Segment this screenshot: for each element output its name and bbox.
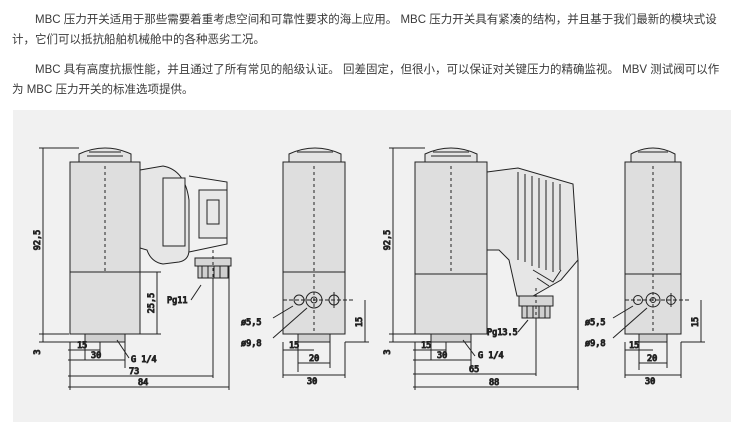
intro-paragraph-1: MBC 压力开关适用于那些需要着重考虑空间和可靠性要求的海上应用。 MBC 压力… (12, 14, 717, 46)
left-hole-large: ø9,8 (241, 339, 261, 349)
left-conn-height: 25,5 (147, 293, 157, 313)
dimension-drawing: 92,5 3 25,5 Pg11 15 30 G 1/4 73 84 ø5,5 … (13, 110, 731, 422)
left-w73: 73 (129, 367, 139, 377)
right-dimension-lines (389, 147, 579, 390)
left-w84: 84 (138, 378, 148, 388)
right-w15: 15 (421, 341, 431, 351)
left-hole-small: ø5,5 (241, 318, 261, 328)
right-w88: 88 (489, 378, 499, 388)
right-side-view (624, 147, 689, 343)
right-height-total: 92,5 (383, 230, 393, 250)
right-cable-gland-label: Pg13.5 (487, 328, 518, 338)
left-front-view (69, 147, 232, 343)
left-w15: 15 (77, 341, 87, 351)
left-side-w30: 30 (307, 377, 317, 387)
right-bottom-3: 3 (383, 349, 393, 354)
left-side-view (282, 147, 353, 343)
left-side-w20: 20 (309, 354, 319, 364)
right-w65: 65 (469, 365, 479, 375)
right-side-w15: 15 (629, 341, 639, 351)
left-dimension-lines (39, 147, 230, 390)
right-hole-large: ø9,8 (585, 339, 605, 349)
left-thread-label: G 1/4 (131, 355, 157, 365)
right-side-15: 15 (691, 317, 701, 327)
left-height-total: 92,5 (33, 230, 43, 250)
left-side-15: 15 (355, 317, 365, 327)
left-w30: 30 (91, 351, 101, 361)
right-side-dimension-lines (612, 300, 705, 378)
right-thread-label: G 1/4 (478, 351, 504, 361)
right-w30: 30 (437, 351, 447, 361)
left-cable-gland-label: Pg11 (167, 296, 187, 306)
right-hole-small: ø5,5 (585, 318, 605, 328)
left-side-w15: 15 (289, 341, 299, 351)
right-side-w20: 20 (647, 354, 657, 364)
right-side-w30: 30 (645, 377, 655, 387)
intro-paragraph-2: MBC 具有高度抗振性能，并且通过了所有常见的船级认证。 回差固定，但很小，可以… (12, 64, 720, 96)
left-side-dimension-lines (272, 300, 369, 378)
right-front-view (414, 147, 579, 343)
left-bottom-3: 3 (33, 349, 43, 354)
